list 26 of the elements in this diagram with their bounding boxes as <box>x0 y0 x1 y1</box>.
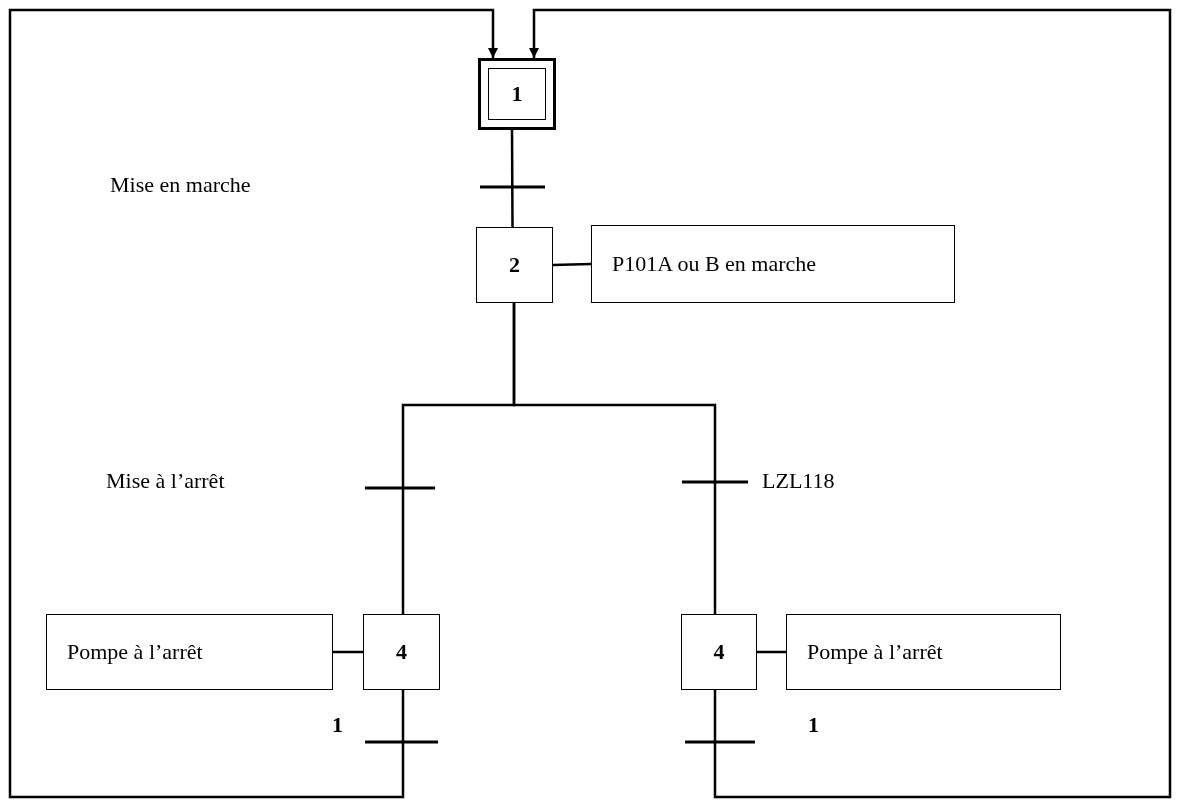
step-number: 1 <box>511 81 523 107</box>
step-number: 4 <box>713 639 725 665</box>
step-box <box>363 614 440 690</box>
action-text: P101A ou B en marche <box>612 251 817 277</box>
transition-condition-number: 1 <box>332 712 343 738</box>
action-box <box>46 614 333 690</box>
action-box <box>786 614 1061 690</box>
initial-step-box <box>478 58 556 130</box>
step-box <box>681 614 757 690</box>
transition-condition: LZL118 <box>762 468 835 494</box>
connector-line <box>333 650 363 654</box>
connector-line <box>510 130 514 227</box>
connector-line <box>8 8 498 799</box>
transition-condition: Mise à l’arrêt <box>106 468 225 494</box>
connector-line <box>757 650 786 654</box>
step-box <box>476 227 553 303</box>
action-text: Pompe à l’arrêt <box>807 639 943 665</box>
connector-line <box>529 8 1172 799</box>
transition-condition-number: 1 <box>808 712 819 738</box>
transition-condition: Mise en marche <box>110 172 251 198</box>
step-number: 4 <box>396 639 407 665</box>
connector-line <box>552 262 592 267</box>
connector-line <box>512 303 717 614</box>
action-text: Pompe à l’arrêt <box>67 639 203 665</box>
step-number: 2 <box>509 252 520 278</box>
action-box <box>591 225 955 303</box>
